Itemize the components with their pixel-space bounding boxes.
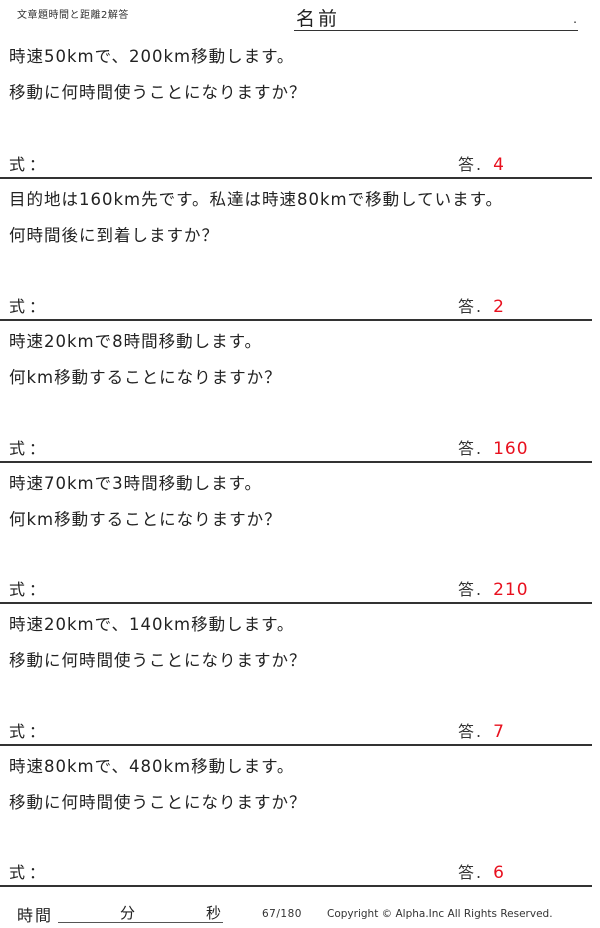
name-label: 名前 bbox=[296, 8, 341, 30]
formula-label: 式： bbox=[9, 155, 50, 174]
question-line-2: 移動に何時間使うことになりますか？ bbox=[9, 651, 307, 670]
seconds-label: 秒 bbox=[206, 904, 222, 922]
name-dot: . bbox=[573, 12, 577, 26]
answer: 答. 4 bbox=[458, 155, 505, 175]
answer: 答. 6 bbox=[458, 863, 505, 883]
answer-value: 160 bbox=[493, 439, 529, 459]
answer-label: 答. bbox=[458, 297, 484, 316]
formula-label: 式： bbox=[9, 722, 50, 741]
problem-1: 時速50kmで、200km移動します。 移動に何時間使うことになりますか？ 式：… bbox=[0, 36, 592, 179]
time-field[interactable]: 分 秒 bbox=[58, 904, 223, 923]
answer-label: 答. bbox=[458, 722, 484, 741]
answer: 答. 160 bbox=[458, 439, 529, 459]
worksheet-footer: 時間 分 秒 67/180 Copyright © Alpha.Inc All … bbox=[0, 892, 600, 928]
answer-label: 答. bbox=[458, 439, 484, 458]
answer: 答. 2 bbox=[458, 297, 505, 317]
answer-value: 210 bbox=[493, 580, 529, 600]
answer-value: 4 bbox=[493, 155, 505, 175]
answer-label: 答. bbox=[458, 580, 484, 599]
time-label: 時間 bbox=[17, 906, 54, 925]
question-line-2: 何km移動することになりますか？ bbox=[9, 510, 282, 529]
answer-value: 6 bbox=[493, 863, 505, 883]
question-line-1: 目的地は160km先です。私達は時速80kmで移動しています。 bbox=[9, 190, 503, 209]
question-line-2: 何時間後に到着しますか？ bbox=[9, 226, 219, 245]
answer-label: 答. bbox=[458, 155, 484, 174]
formula-label: 式： bbox=[9, 863, 50, 882]
question-line-1: 時速20kmで8時間移動します。 bbox=[9, 332, 262, 351]
problem-3: 時速20kmで8時間移動します。 何km移動することになりますか？ 式： 答. 1… bbox=[0, 321, 592, 463]
worksheet-header: 文章題時間と距離2解答 名前 . bbox=[0, 0, 600, 36]
question-line-1: 時速50kmで、200km移動します。 bbox=[9, 47, 295, 66]
copyright-notice: Copyright © Alpha.Inc All Rights Reserve… bbox=[327, 908, 553, 920]
question-line-1: 時速20kmで、140km移動します。 bbox=[9, 615, 295, 634]
answer: 答. 7 bbox=[458, 722, 505, 742]
problem-4: 時速70kmで3時間移動します。 何km移動することになりますか？ 式： 答. 2… bbox=[0, 463, 592, 604]
question-line-2: 移動に何時間使うことになりますか？ bbox=[9, 83, 307, 102]
problem-2: 目的地は160km先です。私達は時速80kmで移動しています。 何時間後に到着し… bbox=[0, 179, 592, 321]
formula-label: 式： bbox=[9, 297, 50, 316]
question-line-1: 時速80kmで、480km移動します。 bbox=[9, 757, 295, 776]
problem-6: 時速80kmで、480km移動します。 移動に何時間使うことになりますか？ 式：… bbox=[0, 746, 592, 887]
answer-value: 2 bbox=[493, 297, 505, 317]
problem-5: 時速20kmで、140km移動します。 移動に何時間使うことになりますか？ 式：… bbox=[0, 604, 592, 746]
answer-value: 7 bbox=[493, 722, 505, 742]
answer: 答. 210 bbox=[458, 580, 529, 600]
formula-label: 式： bbox=[9, 439, 50, 458]
worksheet-title: 文章題時間と距離2解答 bbox=[17, 10, 129, 21]
question-line-2: 何km移動することになりますか？ bbox=[9, 368, 282, 387]
formula-label: 式： bbox=[9, 580, 50, 599]
question-line-2: 移動に何時間使うことになりますか？ bbox=[9, 793, 307, 812]
page-number: 67/180 bbox=[262, 908, 302, 920]
answer-label: 答. bbox=[458, 863, 484, 882]
question-line-1: 時速70kmで3時間移動します。 bbox=[9, 474, 262, 493]
minutes-label: 分 bbox=[120, 904, 136, 922]
name-field[interactable]: 名前 . bbox=[294, 8, 578, 31]
